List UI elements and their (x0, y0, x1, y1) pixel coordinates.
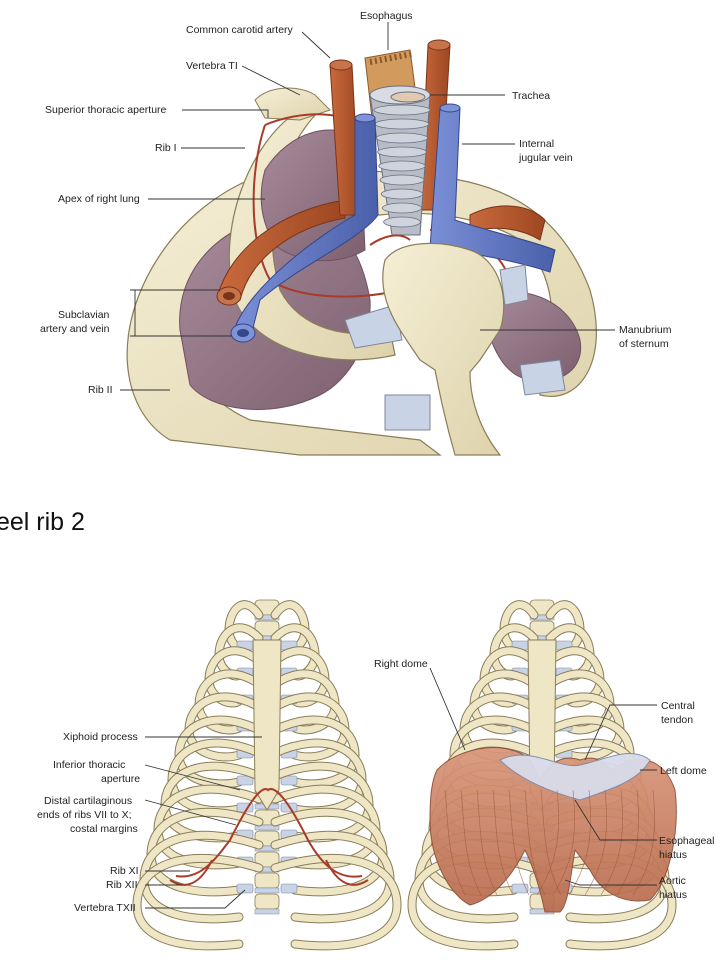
costal-cartilage (236, 775, 254, 786)
muscle-fiber (632, 789, 655, 896)
muscle-fiber (552, 789, 575, 896)
ribcage-inferior-aperture-illustration: Xiphoid process Inferior thoracic apertu… (37, 599, 402, 951)
left-leader-lines (144, 736, 262, 909)
trachea-ring (373, 104, 431, 116)
intervertebral-disc (254, 908, 280, 915)
superior-thoracic-aperture-illustration: Esophagus Common carotid artery Vertebra… (40, 10, 672, 456)
rib-highlight (271, 854, 401, 950)
label-distal-2: ends of ribs VII to X; (37, 809, 132, 821)
label-manubrium-2: of sternum (619, 338, 669, 350)
label-distal-3: costal margins (70, 823, 138, 835)
muscle-fiber (536, 789, 559, 896)
muscle-fiber (600, 789, 623, 896)
intervertebral-disc (529, 614, 555, 621)
sternum (252, 639, 282, 811)
intervertebral-disc (254, 824, 280, 831)
muscle-fiber (460, 789, 482, 896)
trachea-ring (381, 202, 422, 214)
costal-cartilage (511, 883, 529, 894)
vertebra (254, 893, 280, 910)
vertebra (254, 872, 280, 889)
label-distal-1: Distal cartilaginous (44, 795, 132, 807)
label-subclavian-1: Subclavian (58, 309, 110, 321)
label-xiphoid: Xiphoid process (63, 731, 138, 743)
costal-cartilage (236, 883, 254, 894)
label-vertebra-t1: Vertebra TI (186, 60, 238, 72)
trachea-ring (377, 146, 427, 158)
label-esophagus: Esophagus (360, 10, 413, 22)
muscle-fiber (524, 789, 546, 896)
muscle-fiber (540, 789, 562, 896)
intervertebral-disc (254, 887, 280, 894)
label-internal-jugular-2: jugular vein (518, 152, 573, 164)
label-right-dome: Right dome (374, 658, 428, 670)
label-esophageal-1: Esophageal (659, 835, 714, 847)
label-central-2: tendon (661, 714, 693, 726)
diaphragm-fibers (444, 789, 655, 896)
ribcage-left (132, 599, 402, 951)
muscle-fiber (508, 789, 530, 896)
label-rib-xii: Rib XII (106, 879, 138, 891)
muscle-fiber (476, 789, 498, 896)
top-leader-lines (120, 22, 615, 391)
muscle-fiber (568, 789, 591, 896)
trachea-ring (383, 216, 421, 228)
label-rib-ii: Rib II (88, 384, 113, 396)
central-tendon (499, 753, 651, 801)
costal-cartilage (280, 883, 298, 894)
label-common-carotid: Common carotid artery (186, 24, 294, 36)
right-leader-lines (429, 667, 657, 886)
intervertebral-disc (254, 614, 280, 621)
muscle-fiber (584, 789, 607, 896)
rib-highlight (133, 854, 263, 950)
label-subclavian-2: artery and vein (40, 323, 110, 335)
label-inferior-aperture-2: aperture (101, 773, 140, 785)
trachea-ring (374, 118, 430, 130)
caption-text: eel rib 2 (0, 508, 85, 536)
costal-margin-outline (175, 788, 363, 878)
diaphragm-muscle (429, 747, 677, 913)
label-left-dome: Left dome (660, 765, 707, 777)
ribcage-diaphragm-illustration: Right dome Central tendon Left dome Esop… (374, 599, 714, 951)
trachea-ring (375, 132, 428, 144)
label-inferior-aperture-1: Inferior thoracic (53, 759, 125, 771)
label-trachea: Trachea (512, 90, 550, 102)
intervertebral-disc (254, 845, 280, 852)
label-aortic-1: Aortic (659, 875, 686, 887)
muscle-fiber (444, 789, 466, 896)
label-esophageal-2: hiatus (659, 849, 687, 861)
label-manubrium-1: Manubrium (619, 324, 672, 336)
label-rib-i: Rib I (155, 142, 177, 154)
trachea-ring (379, 174, 425, 186)
manubrium (382, 242, 505, 456)
label-central-1: Central (661, 700, 695, 712)
label-vertebra-t12: Vertebra TXII (74, 902, 136, 914)
trachea-ring (378, 160, 426, 172)
label-superior-aperture: Superior thoracic aperture (45, 104, 167, 116)
label-aortic-2: hiatus (659, 889, 687, 901)
muscle-fiber (616, 789, 639, 896)
label-apex-right-lung: Apex of right lung (58, 193, 140, 205)
left-lung (479, 291, 582, 382)
label-internal-jugular-1: Internal (519, 138, 554, 150)
costal-cartilage (280, 775, 298, 786)
trachea (369, 85, 431, 236)
label-rib-xi: Rib XI (110, 865, 139, 877)
muscle-fiber (492, 789, 514, 896)
trachea-ring (380, 188, 424, 200)
